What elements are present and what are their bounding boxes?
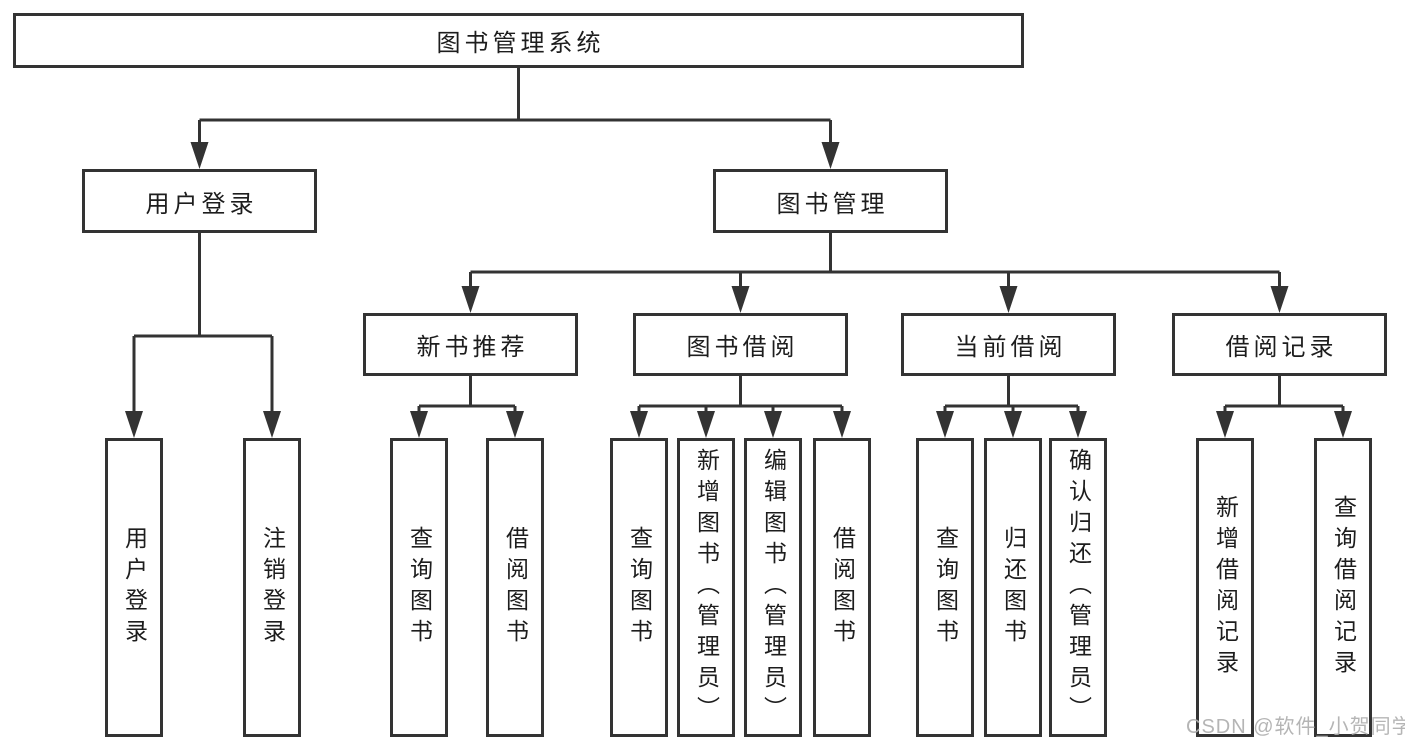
leaf-query-books: 查询图书 [390,438,448,737]
node-label: 图书借阅 [686,334,799,361]
node-label: 借阅记录 [1225,334,1338,361]
leaf-query-books: 查询图书 [610,438,668,737]
leaf-add-borrow-record: 新增借阅记录 [1196,438,1254,737]
leaf-user-login: 用户登录 [105,438,163,737]
leaf-borrow-books: 借阅图书 [813,438,871,737]
node-book-management: 图书管理 [713,169,948,233]
node-label: 确认归还（管理员） [1065,448,1092,727]
node-label: 借阅图书 [829,525,856,650]
node-label: 查询图书 [406,525,433,650]
csdn-watermark: CSDN @软件_小贺同学 [1186,716,1405,738]
node-label: 归还图书 [1000,525,1027,650]
leaf-edit-books-admin: 编辑图书（管理员） [744,438,802,737]
leaf-query-borrow-record: 查询借阅记录 [1314,438,1372,737]
leaf-logout: 注销登录 [243,438,301,737]
node-label: 查询图书 [932,525,959,650]
leaf-add-books-admin: 新增图书（管理员） [677,438,735,737]
node-label: 新增图书（管理员） [693,448,720,727]
leaf-borrow-books: 借阅图书 [486,438,544,737]
node-label: 新书推荐 [416,334,529,361]
node-label: 用户登录 [145,190,258,218]
leaf-confirm-return-admin: 确认归还（管理员） [1049,438,1107,737]
node-label: 查询借阅记录 [1330,494,1357,681]
node-current-borrowing: 当前借阅 [901,313,1116,376]
node-label: 新增借阅记录 [1212,494,1239,681]
node-label: 借阅图书 [502,525,529,650]
leaf-return-books: 归还图书 [984,438,1042,737]
node-label: 图书管理 [776,190,889,218]
node-label: 注销登录 [259,525,286,650]
node-library-management-system: 图书管理系统 [13,13,1024,68]
node-label: 编辑图书（管理员） [760,448,787,727]
node-new-book-recommendation: 新书推荐 [363,313,578,376]
node-user-login: 用户登录 [82,169,317,233]
node-label: 当前借阅 [954,334,1067,361]
leaf-query-books: 查询图书 [916,438,974,737]
node-borrowing-records: 借阅记录 [1172,313,1387,376]
node-label: 查询图书 [626,525,653,650]
node-book-borrowing: 图书借阅 [633,313,848,376]
node-label: 用户登录 [121,525,148,650]
node-label: 图书管理系统 [436,30,605,57]
